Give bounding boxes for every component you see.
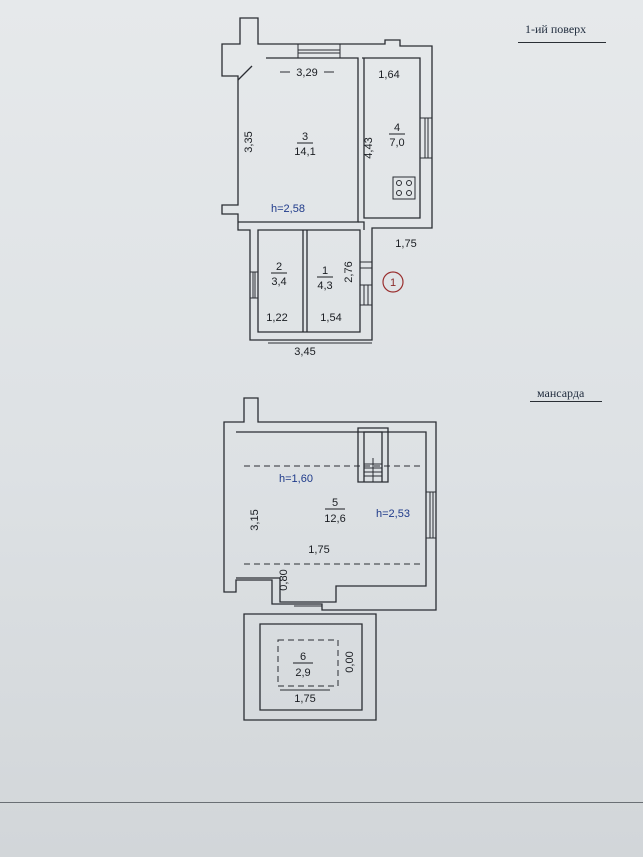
dim-329: 3,29 [296,67,317,79]
dim-175-a: 1,75 [395,238,416,250]
dim-154: 1,54 [320,312,341,324]
floor-title: 1-ий поверх [525,22,587,36]
height-attic-high: h=2,53 [376,508,410,520]
dim-335: 3,35 [243,131,255,152]
dim-000: 0,00 [344,651,356,672]
dim-175-c: 1,75 [294,693,315,705]
room-5-area: 12,6 [324,513,345,525]
room-6-area: 2,9 [295,667,310,679]
attic-window-right [426,491,436,539]
attic-inner-wall [236,431,427,603]
room-6-inner [259,623,363,711]
dim-276: 2,76 [343,261,355,282]
room-6-number: 6 [300,651,306,663]
attic-title-underline [530,401,602,402]
marker-label: 1 [390,277,396,289]
room-2-number: 2 [276,261,282,273]
floor-title-underline [518,42,606,43]
room-6-dashed [277,639,339,687]
room-4-area: 7,0 [389,137,404,149]
room-5-number: 5 [332,497,338,509]
window-right [420,117,432,159]
dim-443: 4,43 [363,137,375,158]
window-right-low [360,284,372,306]
room-3-number: 3 [302,131,308,143]
dim-175-b: 1,75 [308,544,329,556]
height-attic-low: h=1,60 [279,473,313,485]
room-6-outer [243,613,377,721]
room-1-area: 4,3 [317,280,332,292]
stove-icon [392,176,416,200]
height-floor: h=2,58 [271,203,305,215]
floor1-partition [302,230,308,332]
room-4-number: 4 [394,122,400,134]
dim-164: 1,64 [378,69,399,81]
floor1-outer-wall [221,17,433,341]
room-3-area: 14,1 [294,146,315,158]
door-mark [360,261,372,269]
floor1-inner-line [362,57,421,219]
stair-steps [364,458,382,482]
attic-door-bottom [294,601,322,607]
dim-080: 0,80 [278,569,290,590]
dim-122: 1,22 [266,312,287,324]
dim-345: 3,45 [294,346,315,358]
dim-315: 3,15 [249,509,261,530]
stair-well [357,427,389,483]
room-1-number: 1 [322,265,328,277]
window-top [297,44,341,58]
floor1-wall-link [358,221,365,230]
floor1-inner-wall [237,57,359,223]
attic-title: мансарда [537,386,585,400]
marker-circle [382,271,404,293]
window-left-low [250,271,258,299]
sheet-border-line [0,802,643,803]
attic-outer-wall [223,397,437,611]
room-2-area: 3,4 [271,276,286,288]
